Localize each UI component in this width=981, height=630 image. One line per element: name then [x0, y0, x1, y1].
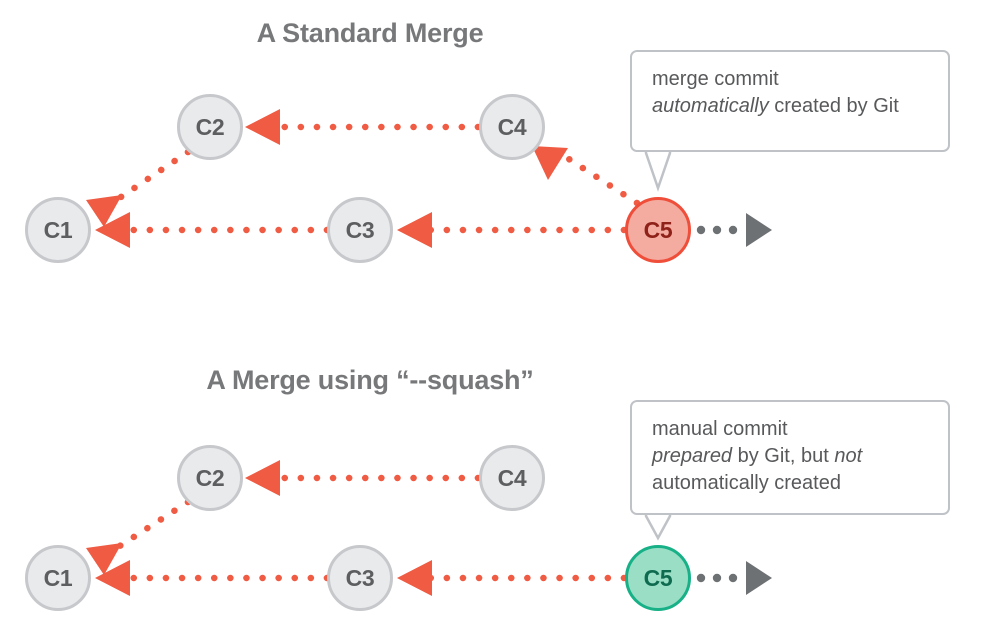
commit-node-label: C5 [643, 216, 673, 243]
commit-node-label: C3 [345, 216, 375, 243]
commit-node-c4-squash[interactable]: C4 [479, 445, 545, 511]
callout-manual-line-1: manual commit [652, 418, 788, 440]
edge-c3-to-c1 [95, 212, 331, 248]
callout-merge-emphasis-automatically: automatically [652, 95, 769, 117]
edge-c2-to-c1 [86, 148, 192, 227]
commit-node-label: C1 [43, 216, 73, 243]
page-title-standard-merge: A Standard Merge [256, 18, 484, 48]
callout-manual-emphasis-prepared: prepared [652, 445, 733, 467]
commit-node-c3-standard[interactable]: C3 [327, 197, 393, 263]
callout-merge-commit: merge commit automatically created by Gi… [630, 50, 950, 152]
commit-node-label: C5 [643, 564, 673, 591]
edge-c4-to-c2 [245, 109, 482, 145]
commit-node-label: C2 [195, 464, 225, 491]
commit-node-c5-squash-manual-commit[interactable]: C5 [625, 545, 691, 611]
commit-node-c2-squash[interactable]: C2 [177, 445, 243, 511]
edge-c5-to-c3-squash [397, 560, 628, 596]
commit-node-label: C4 [497, 113, 527, 140]
commit-node-c4-standard[interactable]: C4 [479, 94, 545, 160]
edge-c2-to-c1-squash [86, 498, 192, 575]
callout-manual-commit: manual commit prepared by Git, but not a… [630, 400, 950, 515]
commit-node-label: C2 [195, 113, 225, 140]
edge-c3-to-c1-squash [95, 560, 331, 596]
commit-node-c1-standard[interactable]: C1 [25, 197, 91, 263]
edge-c5-to-c3 [397, 212, 628, 248]
callout-merge-line-1: merge commit [652, 68, 779, 90]
callout-manual-emphasis-not: not [834, 445, 863, 467]
head-marker-squash [696, 561, 772, 595]
callout-manual-line-2-mid: by Git, but [732, 445, 835, 467]
page-title-squash-merge: A Merge using “--squash” [206, 365, 534, 395]
commit-node-label: C4 [497, 464, 527, 491]
commit-node-c2-standard[interactable]: C2 [177, 94, 243, 160]
commit-node-label: C3 [345, 564, 375, 591]
commit-node-c1-squash[interactable]: C1 [25, 545, 91, 611]
edge-c4-to-c2-squash [245, 460, 482, 496]
edge-c5-to-c4 [532, 146, 641, 207]
callout-merge-line-2: automatically created by Git [652, 93, 930, 120]
commit-node-label: C1 [43, 564, 73, 591]
callout-merge-line-2-rest: created by Git [768, 95, 899, 117]
callout-manual-line-2: prepared by Git, but not [652, 443, 930, 470]
callout-tail-merge [644, 146, 672, 192]
head-marker-standard [696, 213, 772, 247]
commit-node-c3-squash[interactable]: C3 [327, 545, 393, 611]
commit-node-c5-standard-merge-commit[interactable]: C5 [625, 197, 691, 263]
callout-manual-line-3: automatically created [652, 472, 841, 494]
